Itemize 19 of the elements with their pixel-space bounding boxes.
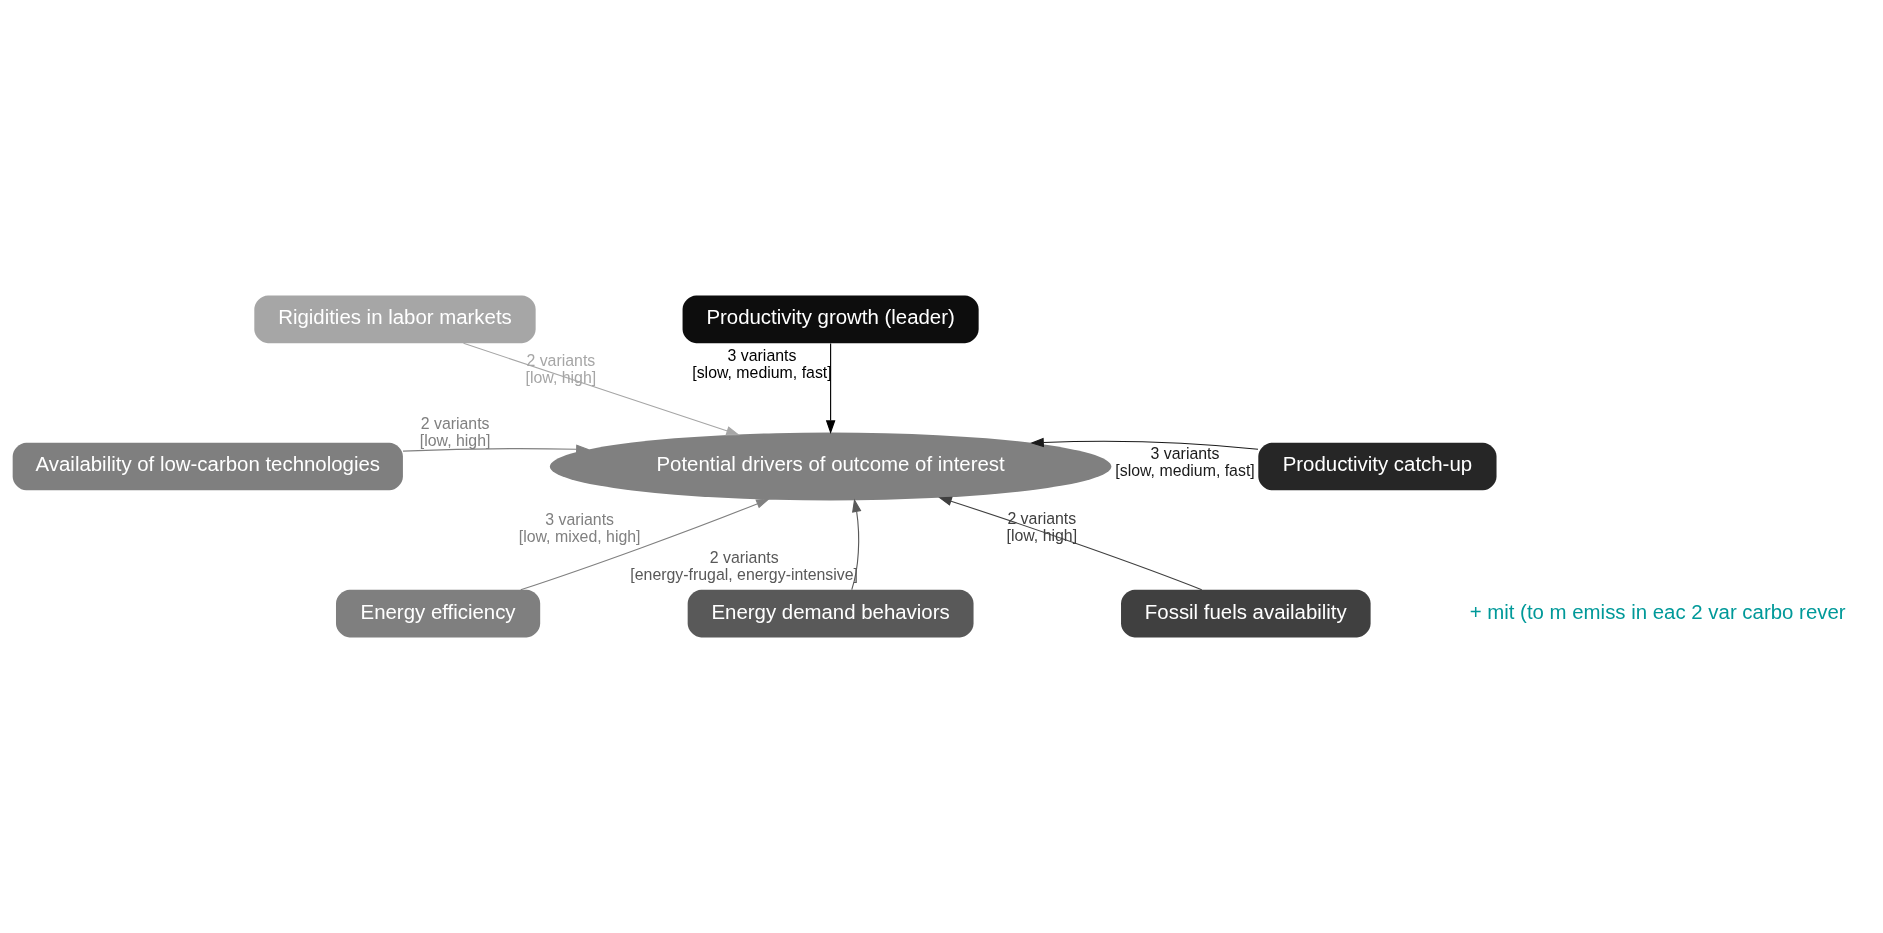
arrow [851, 498, 862, 591]
arrow [520, 498, 770, 591]
node-box: Productivity growth (leader) [682, 295, 979, 344]
arrow [1030, 437, 1259, 450]
node-box: Rigidities in labor markets [254, 295, 536, 344]
arrow [938, 496, 1203, 591]
node-box: Productivity catch-up [1258, 442, 1497, 491]
node-box: Availability of low-carbon technologies [12, 442, 403, 491]
node-box: Energy efficiency [336, 589, 541, 638]
node-box: Fossil fuels availability [1121, 589, 1371, 638]
edge-label: 3 variants [low, mixed, high] [518, 511, 641, 546]
node-ellipse: Potential drivers of outcome of interest [549, 432, 1112, 501]
arrow [402, 444, 590, 454]
edge-label: 2 variants [low, high] [419, 414, 491, 449]
node-box: Energy demand behaviors [687, 589, 974, 638]
edge-label: 2 variants [low, high] [525, 351, 597, 386]
arrow [462, 342, 740, 436]
label: + mit (to m emiss in eac 2 var carbo rever [1469, 600, 1846, 623]
edge-label: 3 variants [slow, medium, fast] [1115, 444, 1255, 479]
